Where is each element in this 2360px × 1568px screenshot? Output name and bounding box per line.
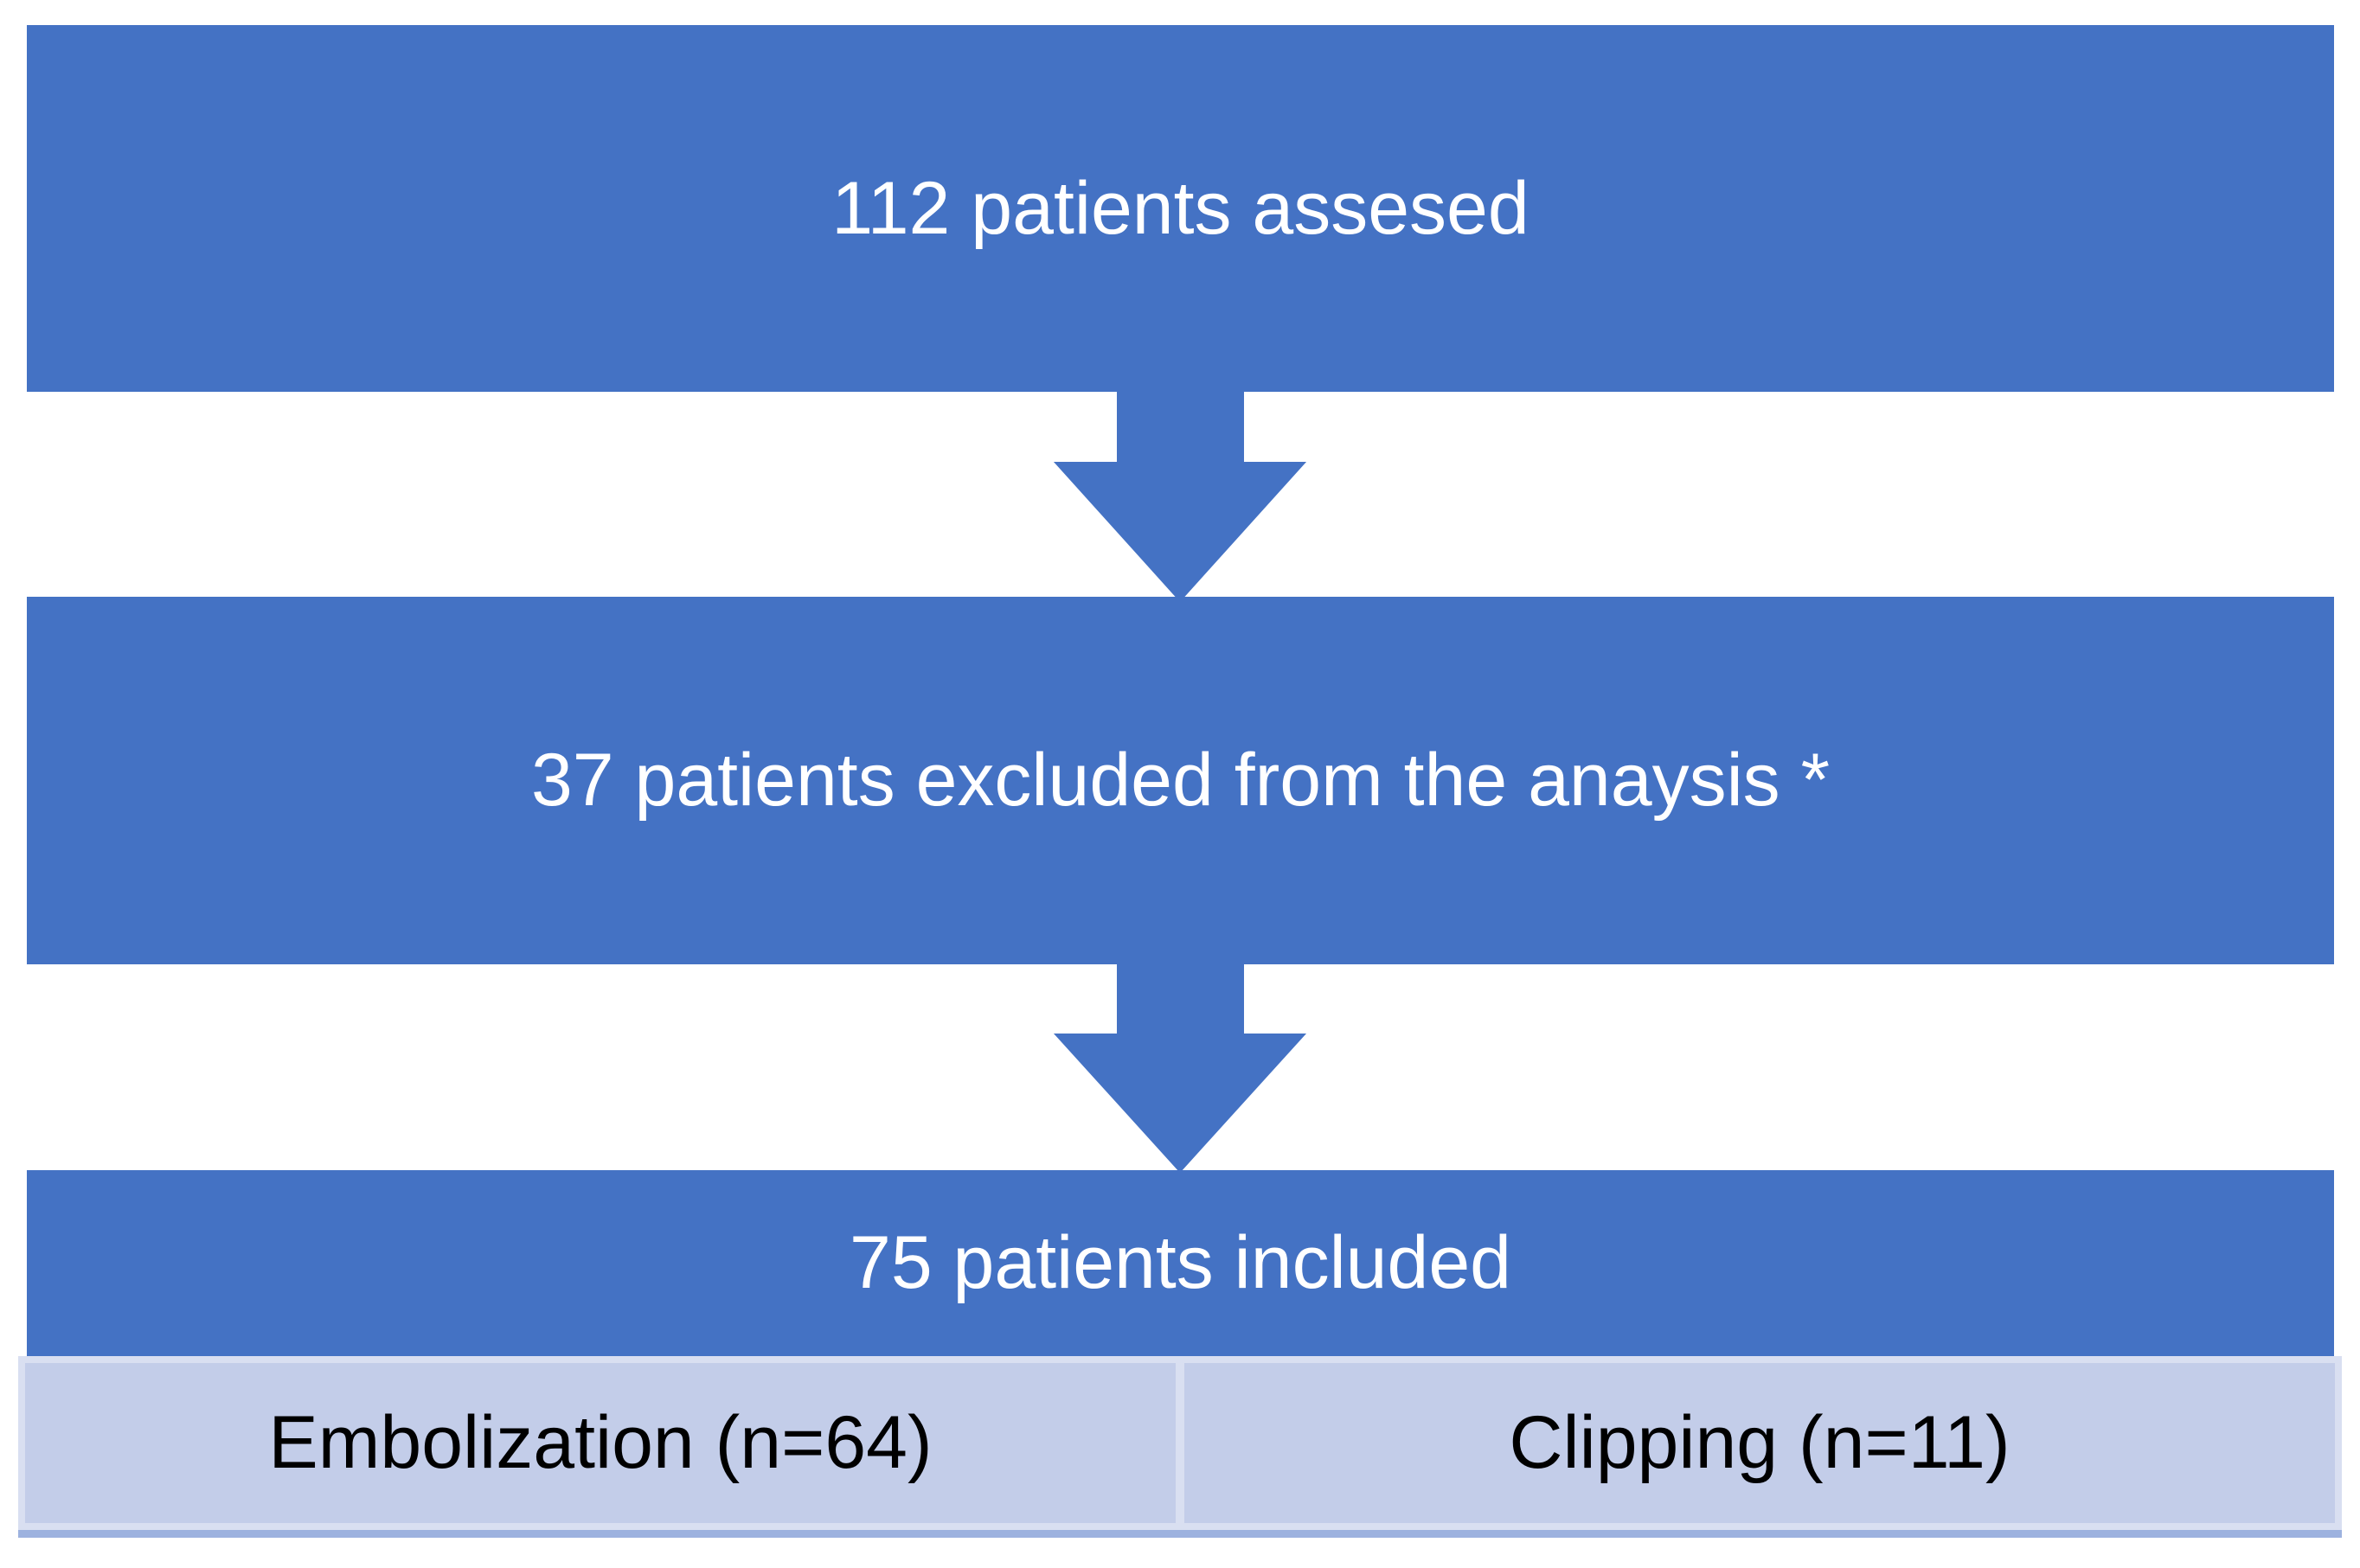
flow-box-excluded-label: 37 patients excluded from the anaysis *	[530, 739, 1831, 822]
down-arrow-icon	[1037, 964, 1323, 1183]
flow-box-assessed-label: 112 patients assesed	[831, 166, 1530, 250]
outcome-cell-clipping-label: Clipping (n=11)	[1509, 1401, 2010, 1485]
outcome-cell-clipping: Clipping (n=11)	[1184, 1363, 2335, 1523]
flow-box-excluded: 37 patients excluded from the anaysis *	[27, 597, 2334, 964]
down-arrow-shape	[1037, 964, 1323, 1183]
down-arrow-shape	[1038, 392, 1322, 612]
outcome-table: Embolization (n=64) Clipping (n=11)	[18, 1356, 2342, 1538]
flow-box-included-label: 75 patients included	[849, 1221, 1511, 1305]
flow-box-included: 75 patients included	[27, 1170, 2334, 1356]
down-arrow-icon	[1038, 392, 1322, 612]
flow-box-assessed: 112 patients assesed	[27, 25, 2334, 392]
outcome-cell-embolization: Embolization (n=64)	[25, 1363, 1176, 1523]
outcome-cell-embolization-label: Embolization (n=64)	[268, 1401, 933, 1485]
